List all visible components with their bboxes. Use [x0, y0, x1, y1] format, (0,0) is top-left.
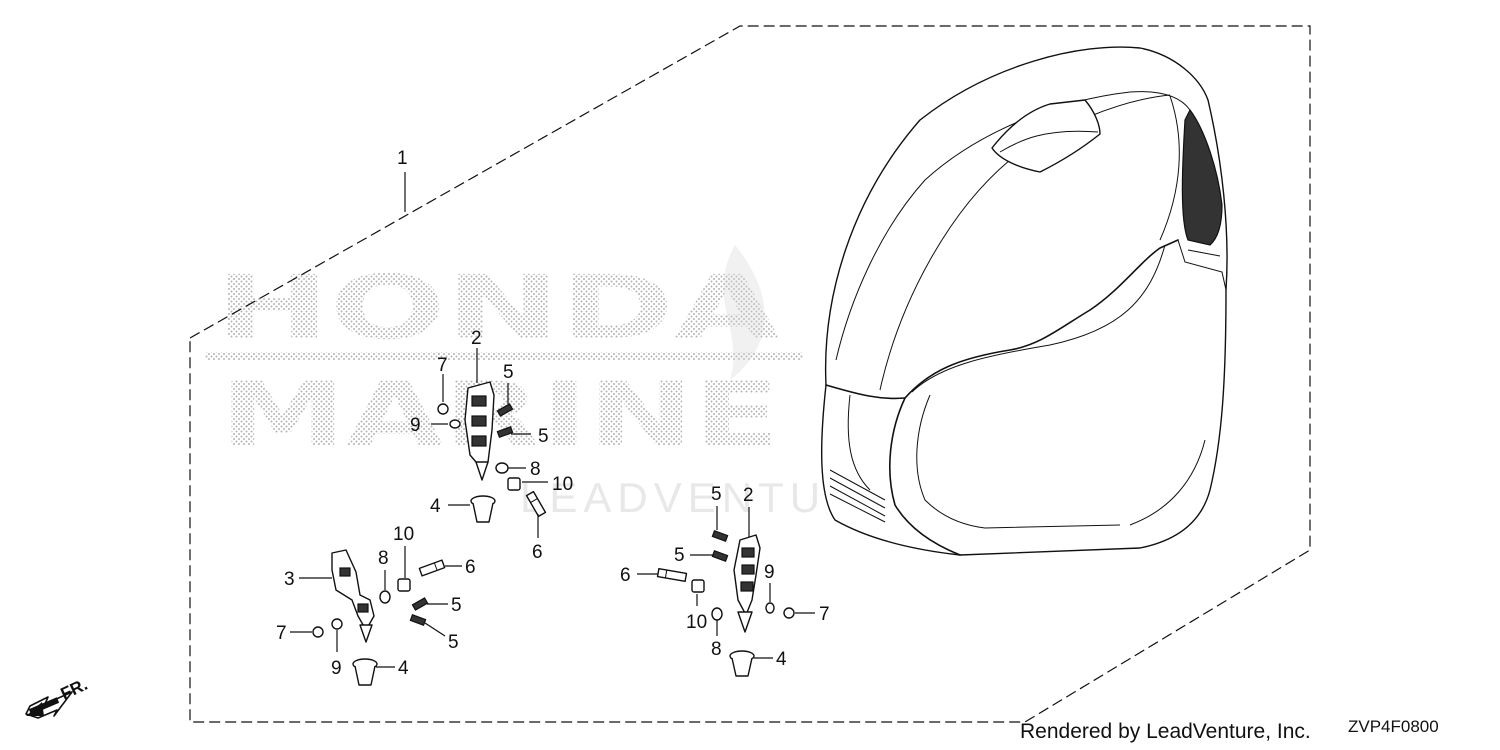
- bolt-5b: [496, 426, 514, 438]
- callout-7-upper: 7: [437, 355, 448, 376]
- front-arrow-icon: [25, 691, 73, 719]
- bolt-6b: [418, 559, 446, 577]
- leader-lines: [290, 172, 815, 668]
- front-label: FR.: [58, 675, 91, 704]
- hinge-bracket-upper: [464, 381, 495, 481]
- callout-1: 1: [397, 148, 408, 169]
- callout-7-right: 7: [819, 604, 830, 625]
- callout-10-right: 10: [686, 612, 707, 633]
- callout-9-upper: 9: [410, 415, 421, 436]
- diagram-code: ZVP4F0800: [1348, 717, 1439, 736]
- front-direction-indicator: FR.: [25, 675, 91, 719]
- callout-8-right: 8: [711, 639, 722, 660]
- rear-louvre: [1181, 108, 1223, 246]
- washer-8b: [379, 590, 391, 604]
- washer-9b: [331, 618, 343, 630]
- honda-marine-watermark: HONDA MARINE: [205, 256, 803, 466]
- flame-icon: [723, 245, 765, 380]
- washer-8c: [711, 607, 723, 621]
- callout-5-upper-b: 5: [538, 426, 549, 447]
- front-vent-slots: [829, 469, 886, 523]
- callout-5-upper-a: 5: [503, 362, 514, 383]
- grommet-4-left: [352, 658, 378, 686]
- nut-7a: [437, 403, 449, 415]
- washer-9c: [765, 602, 775, 614]
- bolt-6a: [525, 490, 547, 518]
- top-scoop: [991, 99, 1101, 173]
- callout-5-right-a: 5: [711, 484, 722, 505]
- callout-5-right-b: 5: [674, 545, 685, 566]
- callout-3: 3: [284, 569, 295, 590]
- nut-7c: [783, 607, 795, 619]
- washer-9a: [449, 419, 461, 429]
- callout-6-right: 6: [620, 565, 631, 586]
- watermark-rule: [205, 352, 803, 360]
- callout-4-upper: 4: [430, 496, 441, 517]
- callout-labels: 1 2 7 5 9 5 8 10 4 6 3 10 8 6 5 5 7 9 4 …: [276, 148, 830, 679]
- callout-9-left: 9: [331, 658, 342, 679]
- grommet-4-upper: [470, 495, 496, 523]
- callout-6-left: 6: [465, 557, 476, 578]
- bolt-6c: [656, 567, 688, 583]
- callout-5-left-b: 5: [448, 632, 459, 653]
- nut-7b: [312, 626, 324, 638]
- bolt-5f: [409, 614, 427, 626]
- collar-10b: [397, 578, 411, 592]
- rendered-by-credit: Rendered by LeadVenture, Inc.: [1020, 720, 1311, 743]
- callout-8-upper: 8: [530, 459, 541, 480]
- bolt-6-group: [418, 490, 688, 583]
- washer-8a: [495, 462, 509, 474]
- callout-4-right: 4: [776, 649, 787, 670]
- callout-9-right: 9: [764, 562, 775, 583]
- callout-2-right: 2: [743, 485, 754, 506]
- bolt-5e: [411, 597, 429, 611]
- collar-10c: [691, 579, 705, 593]
- bracket-lower-left: [331, 549, 375, 643]
- bolt-5c: [711, 530, 729, 542]
- bolt-5-group: [409, 403, 729, 626]
- hinge-bracket-right: [733, 534, 761, 633]
- callout-10-upper: 10: [552, 474, 573, 495]
- grommet-4-right: [729, 650, 755, 677]
- collar-10a: [507, 477, 521, 491]
- callout-6-upper: 6: [532, 542, 543, 563]
- callout-2-upper: 2: [471, 328, 482, 349]
- engine-cover: [820, 46, 1228, 556]
- watermark-line1: HONDA: [215, 256, 780, 359]
- callout-5-left-a: 5: [451, 595, 462, 616]
- bolt-5a: [496, 403, 514, 417]
- callout-7-left: 7: [276, 623, 287, 644]
- callout-10-left: 10: [393, 524, 414, 545]
- assembly-frame: [189, 25, 1311, 723]
- callout-8-left: 8: [378, 548, 389, 569]
- flame-logo-watermark: [723, 245, 765, 380]
- callout-4-left: 4: [398, 658, 409, 679]
- bolt-5d: [711, 550, 729, 562]
